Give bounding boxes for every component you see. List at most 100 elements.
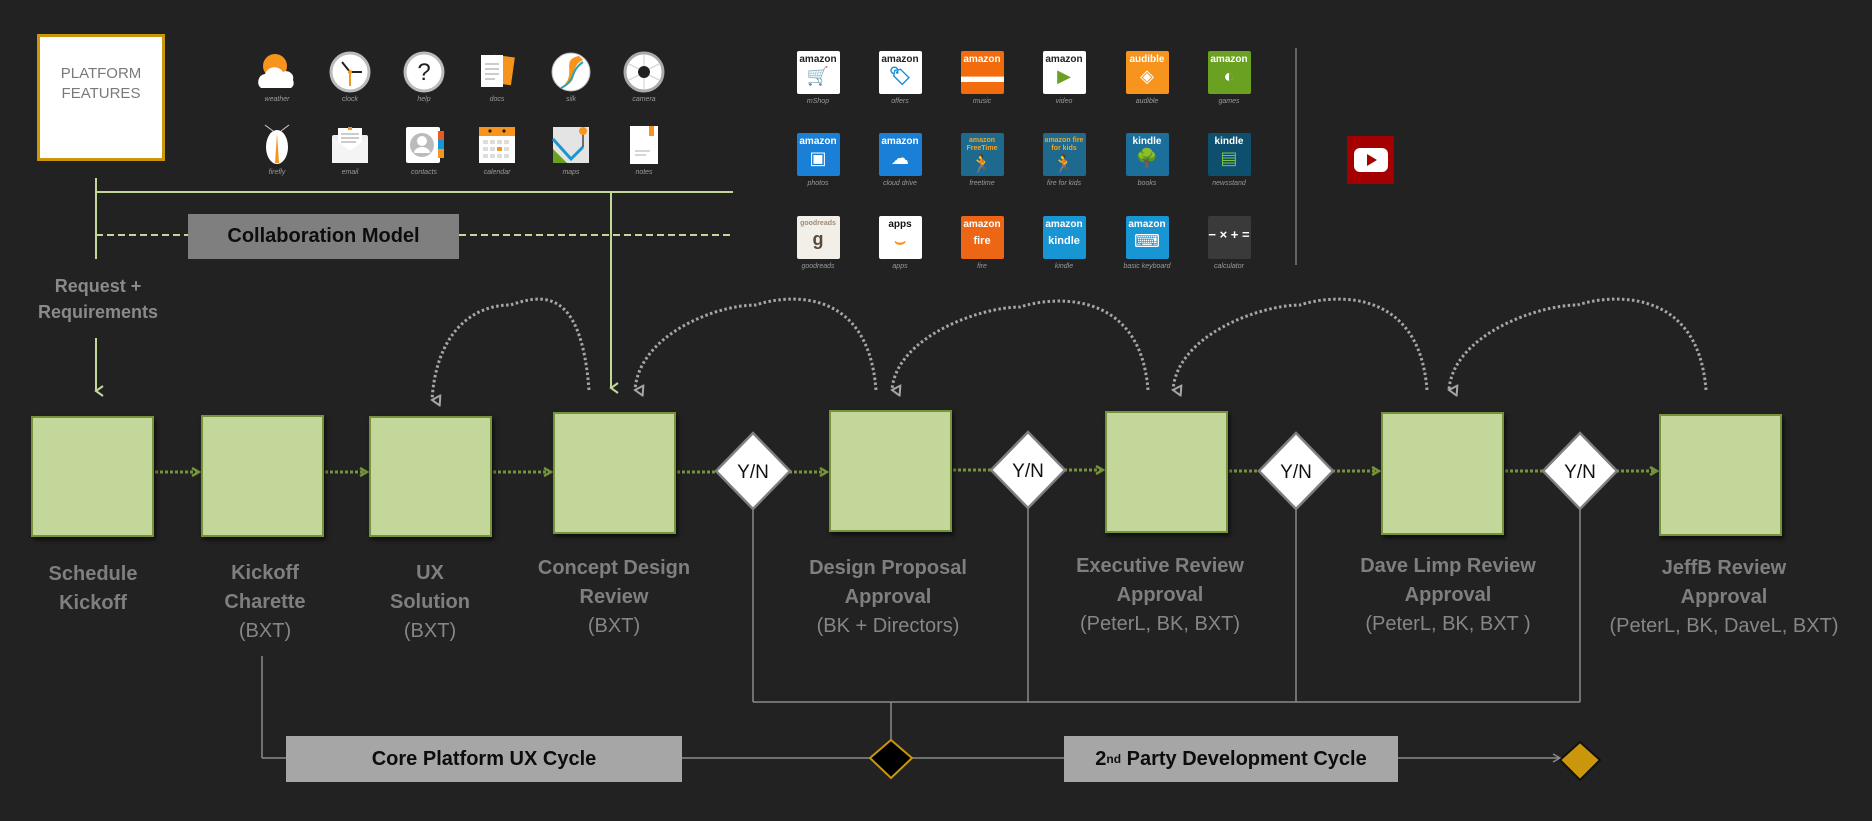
- platform-feature-calendar[interactable]: calendar: [467, 123, 527, 176]
- decision-label: Y/N: [1012, 461, 1044, 482]
- stage-owners: (BXT): [403, 620, 457, 642]
- app-label: fire for kids: [1046, 180, 1082, 187]
- stage-box[interactable]: [553, 412, 676, 534]
- app-brand-text: apps: [888, 219, 912, 230]
- platform-feature-label: calendar: [483, 169, 511, 176]
- stage-box[interactable]: [201, 415, 324, 537]
- stage-owners: (PeterL, BK, DaveL, BXT): [1609, 615, 1839, 637]
- app-label: games: [1218, 98, 1240, 105]
- app-brand-text: goodreads: [800, 220, 836, 227]
- platform-feature-help[interactable]: ?help: [394, 50, 454, 103]
- stage-title: Charette: [224, 591, 306, 613]
- app-label: newsstand: [1212, 180, 1246, 187]
- feedback-arrow: [892, 299, 1150, 390]
- app-brand-text: amazon: [881, 136, 919, 147]
- platform-feature-docs[interactable]: docs: [467, 50, 527, 103]
- app-glyph: 🏃: [970, 154, 994, 174]
- app-mshop[interactable]: amazon🛒mShop: [778, 51, 858, 105]
- stage-title: Executive Review: [1076, 555, 1244, 577]
- app-label: freetime: [969, 180, 995, 187]
- stage-box[interactable]: [369, 416, 492, 537]
- stage-owners: (BK + Directors): [816, 615, 960, 637]
- app-calculator[interactable]: − × + =calculator: [1189, 216, 1269, 270]
- app-apps[interactable]: apps⌣apps: [860, 216, 940, 270]
- app-glyph: ▶: [1057, 66, 1071, 86]
- stage-title: Review: [579, 586, 649, 608]
- app-games[interactable]: amazon◐ games: [1189, 51, 1269, 105]
- stage-box[interactable]: [1381, 412, 1504, 535]
- app-brand-text: amazon: [799, 54, 837, 65]
- core-platform-ux-cycle-label: Core Platform UX Cycle: [286, 736, 682, 782]
- play-triangle-icon: [1367, 154, 1377, 166]
- books-icon: kindle🌳: [1125, 133, 1169, 176]
- stage-box[interactable]: [1105, 411, 1228, 533]
- app-cloud-drive[interactable]: amazon☁cloud drive: [860, 133, 940, 187]
- app-glyph: ◐: [1223, 66, 1235, 86]
- platform-feature-silk[interactable]: silk: [541, 50, 601, 103]
- stage-box[interactable]: [31, 416, 154, 537]
- cloud-drive-icon: amazon☁: [878, 133, 922, 176]
- decision-diamond[interactable]: Y/N: [714, 431, 792, 511]
- audible-icon: audible◈: [1125, 51, 1169, 94]
- help-icon: ?: [394, 50, 454, 94]
- stage-box[interactable]: [1659, 414, 1782, 536]
- app-label: offers: [891, 98, 909, 105]
- app-audible[interactable]: audible◈ audible: [1107, 51, 1187, 105]
- app-glyph: ☁: [891, 148, 909, 168]
- app-photos[interactable]: amazon▣ photos: [778, 133, 858, 187]
- app-video[interactable]: amazon▶video: [1024, 51, 1104, 105]
- video-icon: amazon▶: [1042, 51, 1086, 94]
- platform-feature-contacts[interactable]: contacts: [394, 123, 454, 176]
- photos-icon: amazon▣: [796, 133, 840, 176]
- app-music[interactable]: amazon▬▬▬music: [942, 51, 1022, 105]
- platform-feature-weather[interactable]: weather: [247, 50, 307, 103]
- stage-owners: (BXT): [587, 615, 641, 637]
- decision-diamond[interactable]: Y/N: [989, 430, 1067, 510]
- stage-title: Dave Limp Review: [1360, 555, 1536, 577]
- decision-diamond[interactable]: Y/N: [1257, 431, 1335, 511]
- stage-box[interactable]: [829, 410, 952, 532]
- svg-text:?: ?: [417, 59, 430, 86]
- offers-icon: amazon🏷: [878, 51, 922, 94]
- app-brand-text: amazon: [963, 219, 1001, 230]
- app-glyph: ◈: [1140, 66, 1154, 86]
- platform-feature-email[interactable]: email: [320, 123, 380, 176]
- app-glyph: 🏃: [1052, 154, 1076, 174]
- app-basic-keyboard[interactable]: amazon⌨basic keyboard: [1107, 216, 1187, 270]
- app-glyph: 🏷: [888, 66, 912, 86]
- app-books[interactable]: kindle🌳books: [1107, 133, 1187, 187]
- app-offers[interactable]: amazon🏷 offers: [860, 51, 940, 105]
- platform-feature-firefly[interactable]: firefly: [247, 123, 307, 176]
- stage-title: Schedule: [48, 563, 138, 585]
- platform-feature-clock[interactable]: clock: [320, 50, 380, 103]
- platform-feature-label: silk: [565, 96, 577, 103]
- app-fire-for-kids[interactable]: amazon fire for kids🏃fire for kids: [1024, 133, 1104, 187]
- games-icon: amazon◐: [1207, 51, 1251, 94]
- platform-feature-notes[interactable]: notes: [614, 123, 674, 176]
- platform-feature-label: maps: [562, 169, 580, 176]
- stage-title: Approval: [1116, 584, 1204, 606]
- stage-owners: (BXT): [238, 620, 292, 642]
- stage-title: Solution: [390, 591, 470, 613]
- feedback-arrow: [1173, 297, 1429, 390]
- app-freetime[interactable]: amazon FreeTime🏃freetime: [942, 133, 1022, 187]
- app-newsstand[interactable]: kindle▤newsstand: [1189, 133, 1269, 187]
- cycle-label-text: Party Development Cycle: [1121, 747, 1367, 770]
- platform-feature-label: contacts: [410, 169, 438, 176]
- platform-feature-camera[interactable]: camera: [614, 50, 674, 103]
- collaboration-model-label: Collaboration Model: [188, 214, 459, 259]
- platform-feature-maps[interactable]: maps: [541, 123, 601, 176]
- app-label: mShop: [806, 98, 830, 105]
- feedback-arrow: [432, 297, 591, 400]
- stage-owners: (PeterL, BK, BXT ): [1365, 613, 1531, 635]
- app-label: audible: [1135, 98, 1159, 105]
- decision-diamond[interactable]: Y/N: [1541, 431, 1619, 511]
- youtube-icon[interactable]: [1347, 136, 1394, 184]
- app-label: photos: [807, 180, 829, 187]
- cycle-ordinal-number: 2: [1095, 747, 1107, 770]
